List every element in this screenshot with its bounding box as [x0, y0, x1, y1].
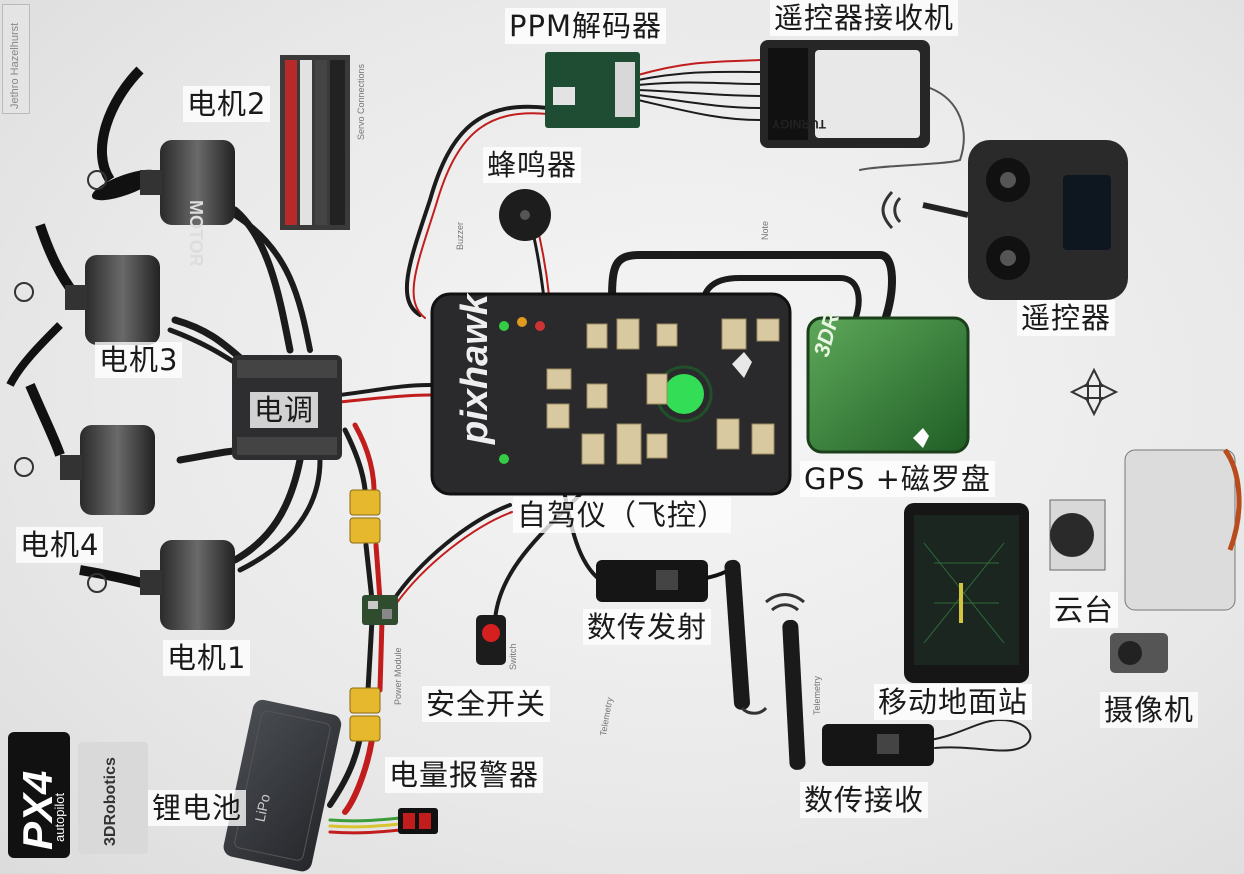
power-module — [362, 595, 398, 625]
buzzer — [499, 189, 551, 241]
telemetry-rx — [782, 619, 934, 770]
label-battery-alarm: 电量报警器 — [385, 757, 544, 793]
signal-icons — [740, 190, 902, 715]
buzzer-annotation: Buzzer — [455, 221, 465, 250]
label-gimbal: 云台 — [1050, 592, 1119, 628]
px4-logo-sub: autopilot — [52, 792, 67, 842]
battery-brand: LiPo — [252, 792, 274, 823]
rotation-indicators — [14, 170, 107, 593]
motor1-wire-b — [237, 457, 323, 573]
label-telemetry-rx: 数传接收 — [800, 782, 929, 818]
switch-annotation: Switch — [508, 643, 518, 670]
motor3 — [6, 223, 160, 387]
xt60-connectors — [349, 489, 381, 742]
label-safety-switch: 安全开关 — [422, 686, 551, 722]
label-motor3: 电机3 — [95, 342, 183, 378]
tablet-gcs — [904, 503, 1029, 683]
label-camera: 摄像机 — [1100, 692, 1199, 728]
3dr-logo-text: 3DRobotics — [102, 757, 119, 846]
px4-logo: PX4 autopilot — [8, 732, 70, 858]
label-mobile-gcs: 移动地面站 — [874, 684, 1033, 720]
receiver-brand: TURNIGY — [772, 117, 826, 131]
3dr-logo: 3DRobotics — [78, 742, 148, 854]
label-autopilot: 自驾仪（飞控） — [513, 497, 732, 533]
gimbal — [1049, 448, 1242, 611]
motor1 — [79, 540, 235, 630]
telemetry-rx-annotation: Telemetry — [812, 675, 822, 715]
orientation-rose — [1069, 367, 1119, 417]
label-rc-receiver: 遥控器接收机 — [770, 0, 959, 36]
motor2-wire-b — [232, 212, 313, 353]
motor2: MOTOR — [91, 66, 235, 267]
label-remote-controller: 遥控器 — [1017, 300, 1116, 336]
label-motor1: 电机1 — [163, 640, 251, 676]
gps-module: 3DR — [806, 310, 970, 454]
power-module-annotation: Power Module — [393, 647, 403, 705]
label-lipo-battery: 锂电池 — [148, 790, 247, 826]
label-telemetry-tx: 数传发射 — [583, 609, 712, 645]
label-esc: 电调 — [250, 392, 319, 428]
motor2-brand: MOTOR — [186, 200, 206, 267]
pixhawk-logo: pixhawk — [454, 292, 496, 445]
label-ppm-decoder: PPM解码器 — [505, 8, 666, 44]
safety-switch — [476, 615, 506, 665]
pixhawk-board: pixhawk — [430, 292, 792, 496]
motor3-wire — [171, 316, 249, 366]
servo-annotation: Servo Connections — [356, 63, 366, 140]
label-gps-compass: GPS +磁罗盘 — [800, 461, 995, 497]
label-motor2: 电机2 — [183, 86, 271, 122]
motor4 — [25, 383, 155, 515]
lipo-battery: LiPo — [223, 699, 342, 872]
credit-text: Jethro Hazelhurst — [9, 22, 21, 109]
label-buzzer: 蜂鸣器 — [483, 147, 582, 183]
ppm-decoder — [545, 52, 640, 128]
label-motor4: 电机4 — [16, 527, 104, 563]
remote-controller — [922, 140, 1128, 300]
telemetry-tx — [596, 559, 750, 710]
credit-box: Jethro Hazelhurst — [2, 4, 30, 114]
servo-connections — [280, 55, 350, 230]
camera — [1110, 633, 1168, 673]
battery-alarm — [398, 808, 438, 834]
wires — [167, 59, 1032, 835]
motor2-wire — [231, 206, 294, 354]
motor1-wire — [231, 456, 304, 564]
note-annotation: Note — [760, 220, 770, 240]
rc-receiver: TURNIGY — [760, 40, 930, 148]
